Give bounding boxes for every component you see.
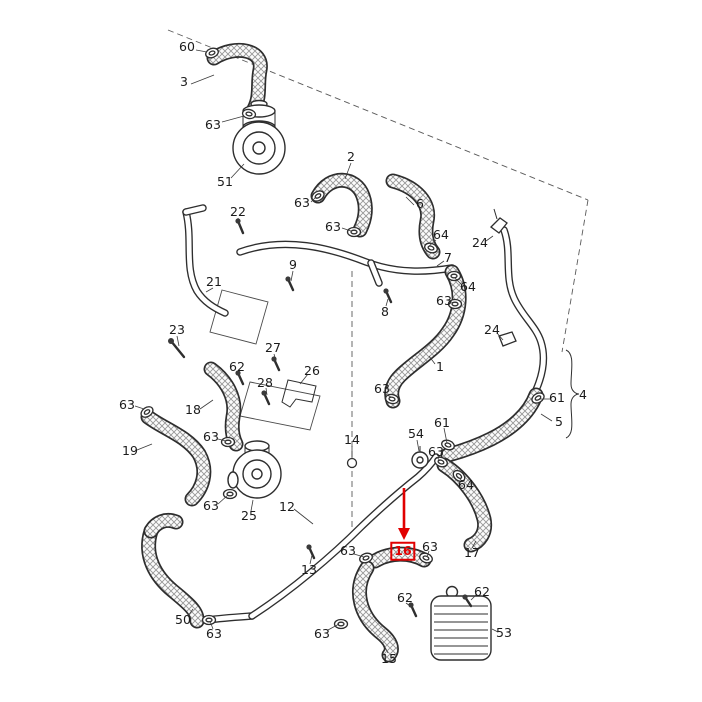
part-callout-7[interactable]: 7 (444, 249, 452, 265)
part-callout-21[interactable]: 21 (206, 273, 222, 289)
part-callout-64[interactable]: 64 (433, 226, 449, 242)
part-callout-13[interactable]: 13 (301, 561, 317, 577)
part-callout-17[interactable]: 17 (464, 544, 480, 560)
part-callout-63[interactable]: 63 (206, 625, 222, 641)
part-callout-62[interactable]: 62 (229, 358, 245, 374)
part-callout-27[interactable]: 27 (265, 339, 281, 355)
part-callout-63[interactable]: 63 (203, 428, 219, 444)
part-callout-63[interactable]: 63 (314, 625, 330, 641)
part-callout-1[interactable]: 1 (436, 358, 444, 374)
part-callout-18[interactable]: 18 (185, 401, 201, 417)
part-callout-51[interactable]: 51 (217, 173, 233, 189)
part-callout-16[interactable]: 16 (390, 541, 416, 561)
part-callout-61[interactable]: 61 (549, 389, 565, 405)
highlight-arrow (398, 488, 410, 540)
part-callout-12[interactable]: 12 (279, 498, 295, 514)
part-callout-54[interactable]: 54 (408, 425, 424, 441)
part-callout-22[interactable]: 22 (230, 203, 246, 219)
coolant-pipes (182, 204, 548, 624)
hose-clamps (140, 47, 545, 630)
part-callout-60[interactable]: 60 (179, 38, 195, 54)
part-callout-63[interactable]: 63 (325, 218, 341, 234)
part-callout-26[interactable]: 26 (304, 362, 320, 378)
part-callout-63[interactable]: 63 (294, 194, 310, 210)
part-callout-63[interactable]: 63 (203, 497, 219, 513)
part-callout-24[interactable]: 24 (484, 321, 500, 337)
part-callout-53[interactable]: 53 (496, 624, 512, 640)
part-callout-19[interactable]: 19 (122, 442, 138, 458)
part-callout-63[interactable]: 63 (422, 538, 438, 554)
part-callout-6[interactable]: 6 (416, 195, 424, 211)
part-callout-2[interactable]: 2 (347, 148, 355, 164)
part-callout-63[interactable]: 63 (119, 396, 135, 412)
part-callout-63[interactable]: 63 (436, 292, 452, 308)
part-callout-3[interactable]: 3 (180, 73, 188, 89)
part-callout-24[interactable]: 24 (472, 234, 488, 250)
part-callout-63[interactable]: 63 (428, 443, 444, 459)
part-callout-25[interactable]: 25 (241, 507, 257, 523)
mounting-plates (209, 289, 321, 431)
brackets-drawing (490, 208, 580, 439)
part-callout-50[interactable]: 50 (175, 611, 191, 627)
part-callout-14[interactable]: 14 (344, 431, 360, 447)
leader-lines (134, 49, 553, 654)
part-callout-8[interactable]: 8 (381, 303, 389, 319)
part-callout-63[interactable]: 63 (374, 380, 390, 396)
part-callout-64[interactable]: 64 (460, 278, 476, 294)
part-callout-62[interactable]: 62 (397, 589, 413, 605)
part-callout-61[interactable]: 61 (434, 414, 450, 430)
oil-cooler-53-drawing (430, 585, 492, 661)
valve-54-drawing (346, 446, 429, 469)
part-callout-62[interactable]: 62 (474, 583, 490, 599)
part-callout-23[interactable]: 23 (169, 321, 185, 337)
part-callout-5[interactable]: 5 (555, 413, 563, 429)
part-callout-4[interactable]: 4 (579, 386, 587, 402)
bolts (168, 218, 473, 618)
part-callout-15[interactable]: 15 (381, 650, 397, 666)
part-callout-63[interactable]: 63 (205, 116, 221, 132)
part-callout-64[interactable]: 64 (458, 476, 474, 492)
pump-25-drawing (227, 440, 282, 499)
part-callout-9[interactable]: 9 (289, 256, 297, 272)
part-callout-63[interactable]: 63 (340, 542, 356, 558)
pump-51-drawing (232, 99, 286, 175)
part-callout-28[interactable]: 28 (257, 374, 273, 390)
dashed-boundary-lines (167, 29, 589, 540)
